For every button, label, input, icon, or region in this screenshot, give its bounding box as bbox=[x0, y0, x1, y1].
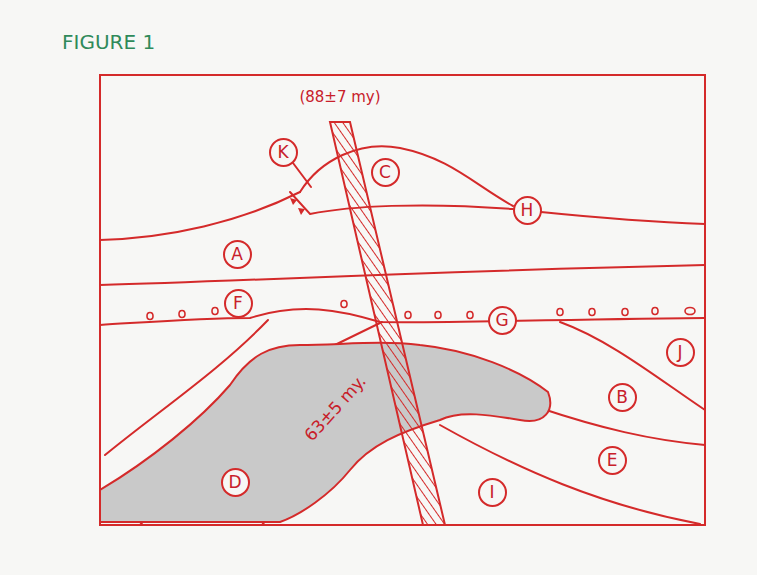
intrusion-fill bbox=[100, 343, 550, 522]
unit-letter: C bbox=[379, 164, 391, 181]
hill-outline bbox=[300, 146, 513, 206]
unit-letter: J bbox=[677, 344, 682, 361]
unit-circle: J bbox=[666, 338, 695, 367]
unit-circle: F bbox=[224, 289, 253, 318]
frame bbox=[100, 75, 705, 525]
unit-letter: D bbox=[228, 474, 241, 491]
unit-circle: B bbox=[608, 383, 637, 412]
unit-letter: K bbox=[277, 144, 288, 161]
unit-letter: E bbox=[607, 452, 618, 469]
unit-letter: I bbox=[489, 484, 494, 501]
unit-circle: I bbox=[478, 478, 507, 507]
unit-letter: G bbox=[495, 312, 508, 329]
unit-circle: G bbox=[488, 306, 517, 335]
age-label: (88±7 my) bbox=[297, 88, 382, 106]
layer-contact bbox=[540, 408, 705, 445]
unit-circle: K bbox=[269, 138, 298, 167]
unit-letter: B bbox=[616, 389, 628, 406]
unit-circle: A bbox=[223, 240, 252, 269]
contact-line bbox=[100, 265, 705, 285]
unit-circle: D bbox=[221, 468, 250, 497]
unit-letter: H bbox=[521, 202, 534, 219]
unit-letter: F bbox=[233, 295, 243, 312]
unit-letter: A bbox=[231, 246, 243, 263]
figure-title: FIGURE 1 bbox=[62, 30, 155, 54]
dike-band bbox=[330, 122, 445, 525]
unit-circle: E bbox=[598, 446, 627, 475]
ground-surface bbox=[100, 192, 300, 240]
unit-circle: H bbox=[513, 196, 542, 225]
unconformity bbox=[100, 309, 705, 325]
ground-surface bbox=[541, 212, 705, 224]
thrust-fault bbox=[290, 192, 513, 214]
leader-line bbox=[293, 163, 311, 187]
unit-circle: C bbox=[371, 158, 400, 187]
layer-contact bbox=[440, 425, 700, 524]
fault-teeth bbox=[290, 198, 305, 215]
